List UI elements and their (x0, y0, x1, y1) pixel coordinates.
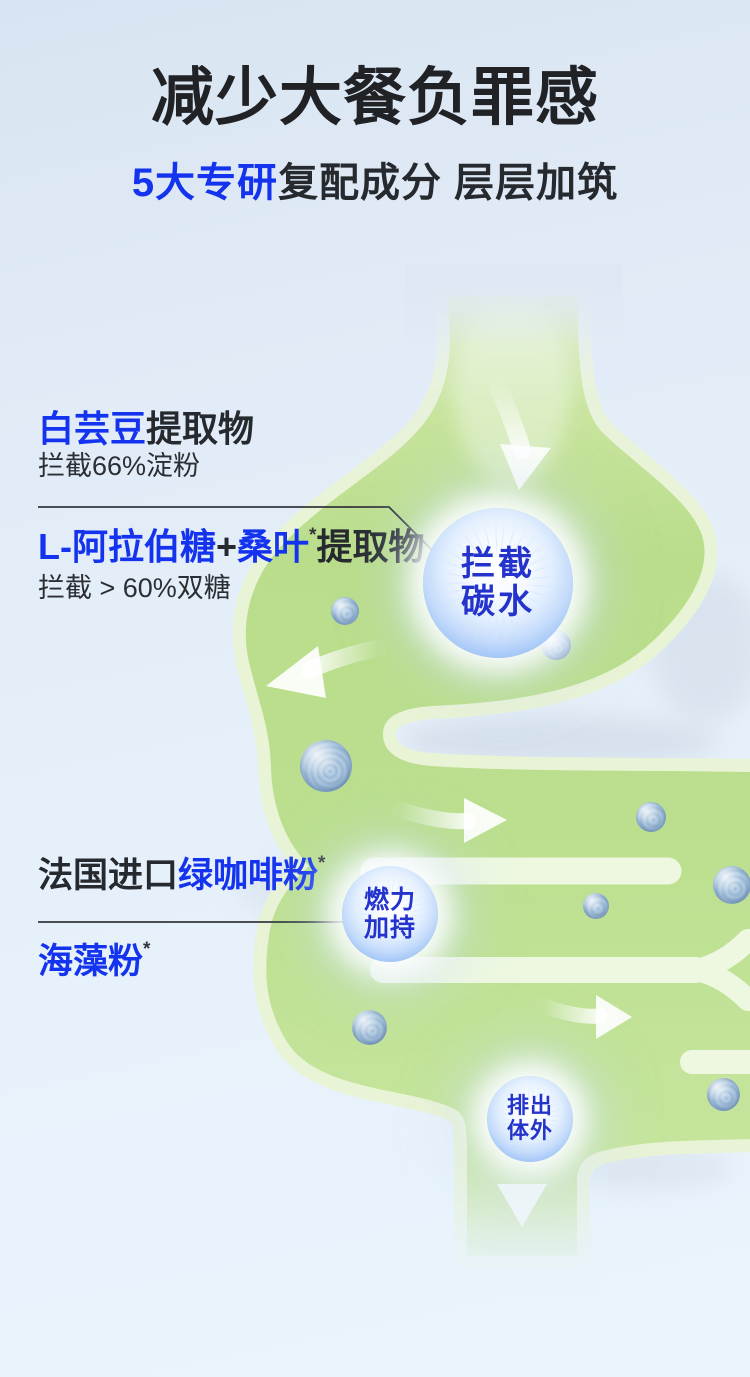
badge-line: 体外 (506, 1118, 553, 1143)
badge-line: 拦截 (461, 544, 535, 583)
subtitle-accent: 5大专研 (131, 161, 279, 205)
molecule-particle (583, 893, 609, 919)
ingredient-name-accent: 桑叶 (237, 526, 310, 567)
ingredient-name-accent: 海藻粉 (38, 942, 144, 981)
ingredient-white-kidney-bean: 白芸豆提取物 (38, 410, 254, 448)
ingredient-name-accent: 白芸豆 (38, 408, 147, 449)
subtitle-rest: 复配成分 层层加筑 (278, 161, 619, 205)
page-subtitle: 5大专研复配成分 层层加筑 (0, 161, 750, 205)
molecule-particle (331, 597, 359, 625)
footnote-asterisk: * (318, 853, 326, 874)
ingredient-green-coffee: 法国进口绿咖啡粉* (38, 854, 325, 895)
tube-exit-fade (432, 1150, 607, 1300)
flow-arrow-left (266, 639, 387, 698)
molecule-particle (636, 802, 666, 832)
badge-line: 碳水 (461, 583, 535, 621)
badge-block-carbs: 拦截 碳水 (423, 508, 573, 658)
badge-line: 燃力 (363, 886, 416, 914)
ingredient-name-accent: L-阿拉伯糖 (38, 526, 216, 567)
molecule-particle (707, 1078, 740, 1111)
tube-entry-fade (405, 264, 623, 348)
flow-arrow-right-1 (392, 798, 507, 843)
flow-arrow-right-2 (536, 995, 632, 1039)
molecule-particle (352, 1010, 387, 1045)
molecule-particle (713, 866, 750, 904)
badge-burn-boost: 燃力 加持 (342, 866, 438, 962)
page-title: 减少大餐负罪感 (151, 63, 599, 133)
footnote-asterisk: * (143, 939, 151, 960)
badge-excrete: 排出 体外 (487, 1076, 573, 1162)
fold-highlights (360, 857, 750, 1074)
ingredient-name-rest: 提取物 (146, 408, 255, 449)
badge-line: 加持 (363, 914, 416, 942)
ingredient-arabinose-mulberry: L-阿拉伯糖+桑叶*提取物 (38, 525, 425, 567)
ingredient-seaweed-powder: 海藻粉* (38, 940, 150, 981)
molecule-particle (300, 740, 352, 792)
ingredient-arabinose-mulberry-desc: 拦截 > 60%双糖 (38, 573, 231, 603)
badge-line: 排出 (506, 1093, 553, 1119)
callout-line-1 (38, 506, 443, 561)
callout-lines (38, 506, 443, 923)
flow-arrow-down-funnel (489, 377, 551, 490)
ingredient-name-accent: 绿咖啡粉 (178, 856, 319, 895)
ingredient-name-rest: 提取物 (316, 526, 425, 567)
ingredient-name-prefix: 法国进口 (38, 856, 179, 895)
footnote-asterisk: * (309, 525, 317, 546)
ingredient-white-kidney-bean-desc: 拦截66%淀粉 (38, 451, 201, 481)
ingredient-plus: + (215, 526, 238, 567)
